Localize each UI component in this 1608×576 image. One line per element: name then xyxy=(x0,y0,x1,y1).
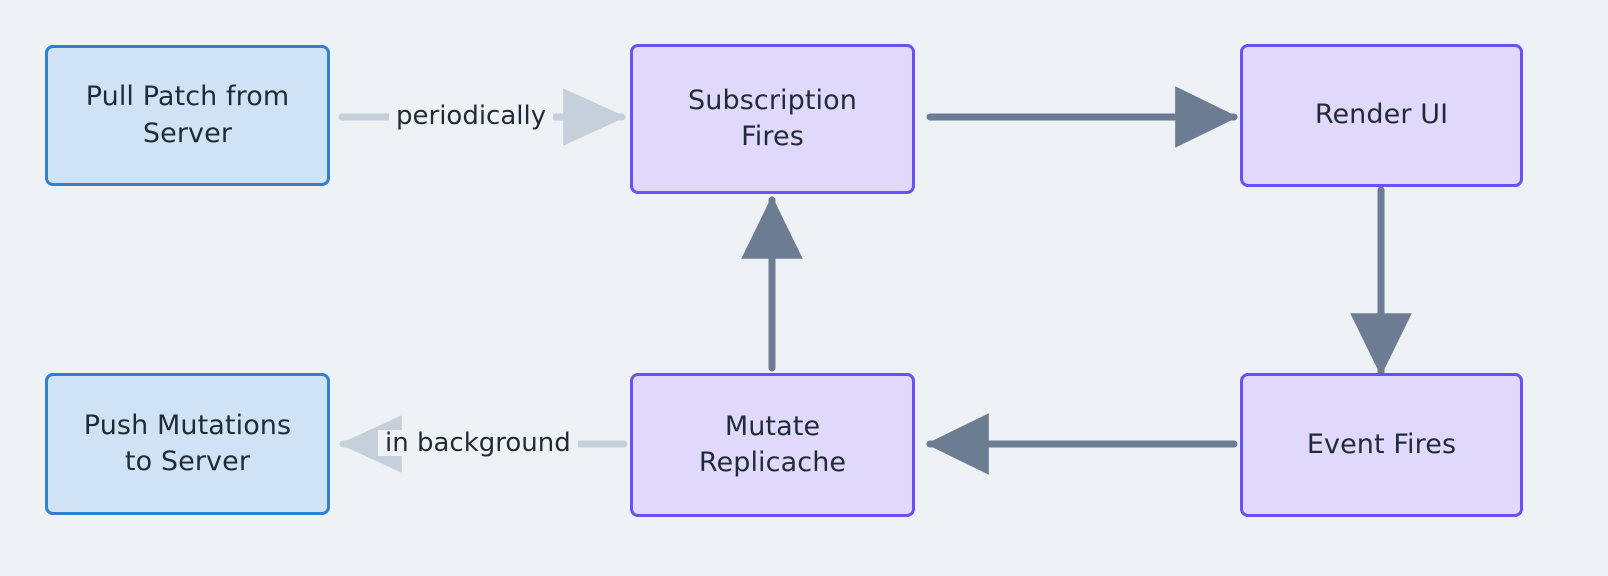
node-event-fires[interactable]: Event Fires xyxy=(1240,373,1523,517)
node-subscription-fires[interactable]: Subscription Fires xyxy=(630,44,915,194)
node-event-fires-label: Event Fires xyxy=(1306,428,1457,460)
node-subscription-fires-label: Subscription Fires xyxy=(688,84,857,152)
node-pull-patch[interactable]: Pull Patch from Server xyxy=(45,45,330,186)
edge-label-periodically: periodically xyxy=(389,103,554,129)
node-push-mutations[interactable]: Push Mutations to Server xyxy=(45,373,330,515)
edge-label-in-background: in background xyxy=(378,430,578,456)
node-mutate-replicache[interactable]: Mutate Replicache xyxy=(630,373,915,517)
node-render-ui-label: Render UI xyxy=(1314,99,1449,131)
node-push-mutations-label: Push Mutations to Server xyxy=(83,409,292,477)
node-render-ui[interactable]: Render UI xyxy=(1240,44,1523,187)
node-pull-patch-label: Pull Patch from Server xyxy=(85,81,290,149)
node-mutate-replicache-label: Mutate Replicache xyxy=(698,410,847,478)
